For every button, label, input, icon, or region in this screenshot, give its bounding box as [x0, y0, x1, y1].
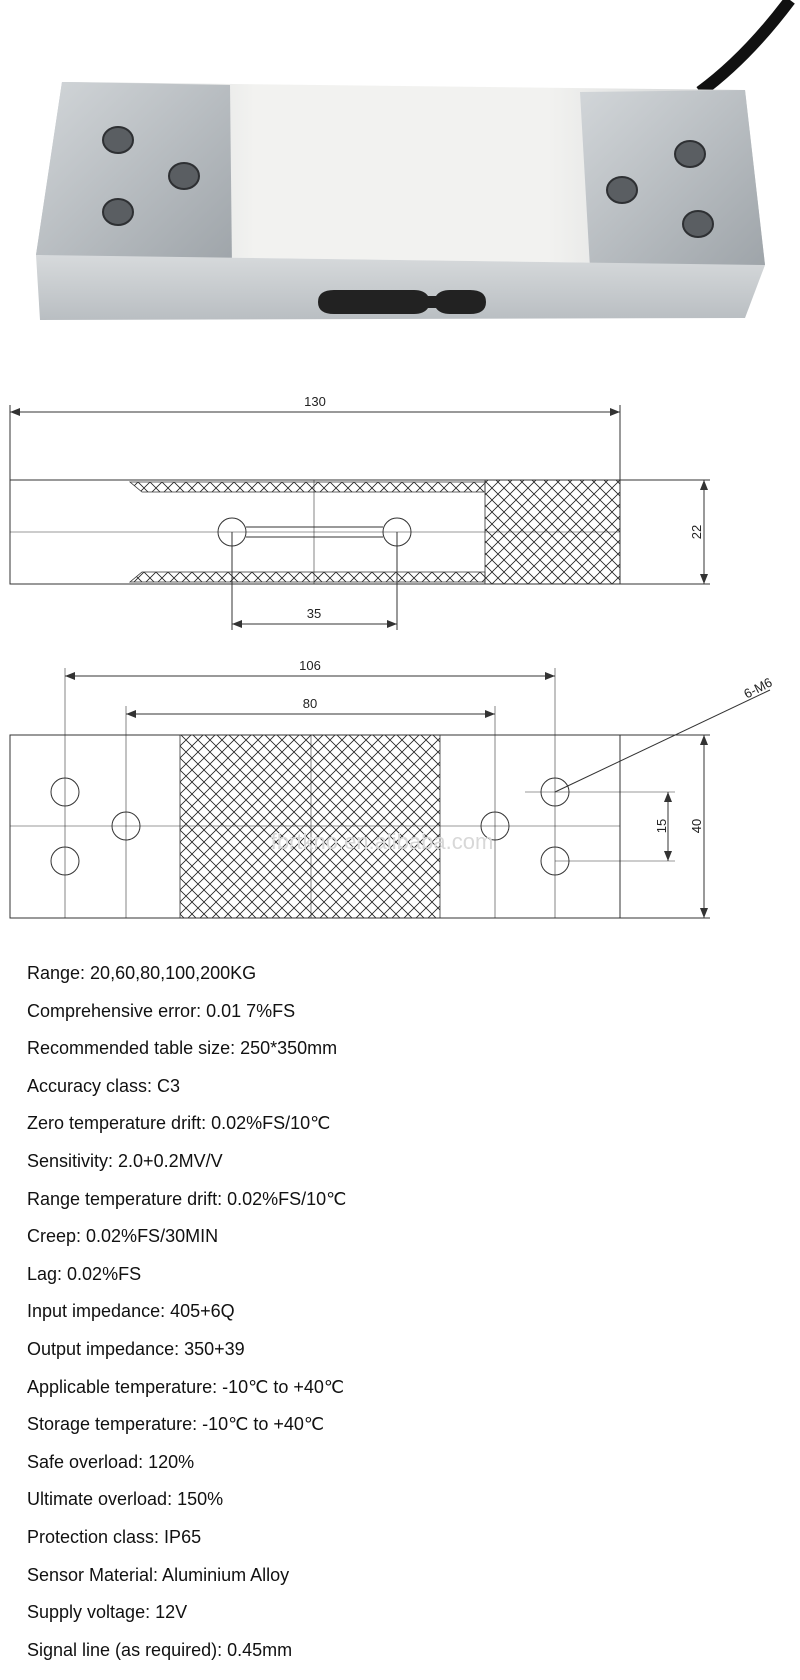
watermark: fbrtkno.en.alibaba.com — [271, 829, 494, 854]
spec-item: Sensitivity: 2.0+0.2MV/V — [27, 1150, 223, 1171]
mounting-holes — [102, 126, 714, 238]
spec-item: Accuracy class: C3 — [27, 1075, 181, 1096]
spec-list: Range: 20,60,80,100,200KG Comprehensive … — [27, 955, 346, 1669]
spec-item: Range: 20,60,80,100,200KG — [27, 963, 257, 983]
spec-item: Input impedance: 405+6Q — [27, 1301, 235, 1322]
spec-item: Output impedance: 350+39 — [27, 1338, 245, 1359]
top-view-drawing: 106 80 6-M6 15 40 fbrtkno.en.alibaba.com — [9, 658, 775, 919]
dim-hole-gap: 15 — [654, 819, 669, 833]
left-block — [36, 82, 232, 268]
dim-slot: 35 — [307, 606, 321, 621]
spec-item: Lag: 0.02%FS — [27, 1263, 142, 1284]
spec-item: Recommended table size: 250*350mm — [27, 1038, 338, 1059]
spec-item: Range temperature drift: 0.02%FS/10℃ — [27, 1188, 347, 1209]
dim-height: 22 — [689, 525, 704, 539]
spec-item: Applicable temperature: -10℃ to +40℃ — [27, 1376, 345, 1397]
front-face — [36, 255, 765, 320]
spec-item: Storage temperature: -10℃ to +40℃ — [27, 1414, 325, 1435]
spec-item: Sensor Material: Aluminium Alloy — [27, 1564, 290, 1585]
spec-item: Signal line (as required): 0.45mm — [27, 1639, 293, 1660]
spec-item: Ultimate overload: 150% — [27, 1489, 224, 1510]
spec-item: Safe overload: 120% — [27, 1451, 195, 1472]
spec-item: Creep: 0.02%FS/30MIN — [27, 1226, 219, 1247]
spec-item: Protection class: IP65 — [27, 1526, 202, 1547]
dim-outer-holes: 106 — [299, 658, 321, 673]
dim-width: 40 — [689, 819, 704, 833]
right-block — [580, 90, 765, 268]
cable — [696, 0, 795, 97]
slot — [318, 290, 486, 314]
dim-inner-holes: 80 — [303, 696, 317, 711]
dim-length: 130 — [304, 394, 326, 409]
dim-thread: 6-M6 — [741, 675, 774, 702]
spec-item: Supply voltage: 12V — [27, 1602, 188, 1623]
spec-item: Comprehensive error: 0.01 7%FS — [27, 1000, 296, 1021]
spec-item: Zero temperature drift: 0.02%FS/10℃ — [27, 1113, 331, 1134]
load-cell-photo — [36, 0, 795, 320]
side-view-drawing: 130 22 35 — [9, 394, 710, 630]
